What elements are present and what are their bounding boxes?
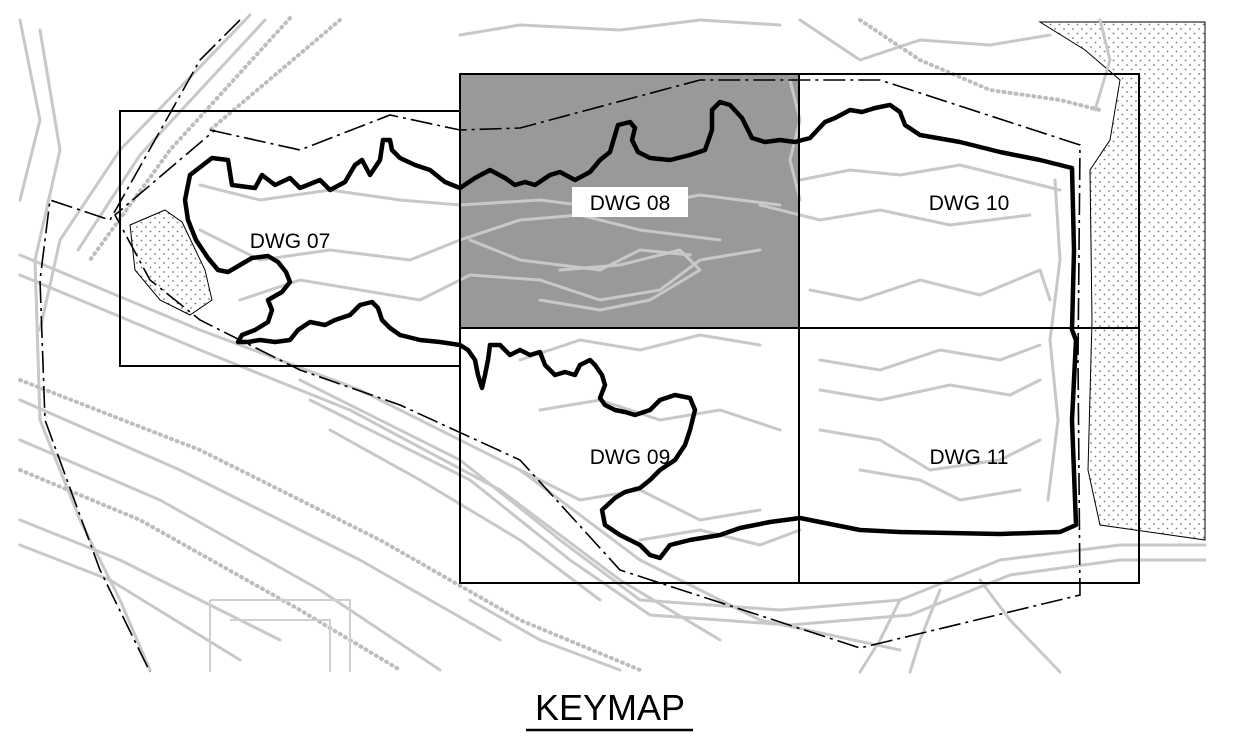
property-line: [39, 19, 241, 673]
sheet-11-frame[interactable]: [798, 327, 1140, 584]
sheet-labels: DWG 07 DWG 08 DWG 09 DWG 10 DWG 11: [250, 187, 1010, 469]
keymap-title: KEYMAP: [535, 687, 685, 728]
label-dwg-08-backdrop: [572, 187, 688, 217]
label-dwg-07[interactable]: DWG 07: [250, 230, 331, 253]
label-dwg-10[interactable]: DWG 10: [929, 192, 1010, 215]
sheet-grid: [119, 73, 1140, 584]
stippled-area-west: [129, 209, 213, 316]
site-boundary: [182, 99, 1079, 561]
label-dwg-09[interactable]: DWG 09: [590, 446, 671, 469]
label-dwg-11[interactable]: DWG 11: [930, 446, 1009, 469]
label-dwg-08[interactable]: DWG 08: [590, 192, 671, 215]
